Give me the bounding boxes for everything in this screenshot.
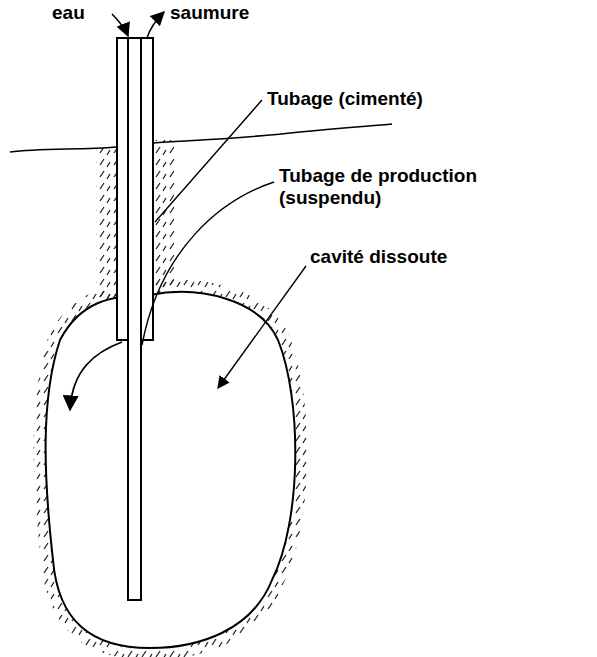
brine-outflow-arrow xyxy=(147,12,164,38)
flow-label: saumure xyxy=(168,2,251,24)
part-label: Tubage (cimenté) xyxy=(265,88,425,110)
water-flow-arrow xyxy=(70,342,122,410)
production-tubing xyxy=(128,38,141,600)
leader-line xyxy=(142,182,274,345)
rock-hatching xyxy=(46,292,296,648)
dissolved-cavity xyxy=(46,292,296,648)
ground-surface xyxy=(10,124,392,152)
water-inflow-arrow xyxy=(112,14,128,36)
rock-hatching xyxy=(96,148,117,308)
part-label: cavité dissoute xyxy=(308,246,449,268)
flow-label: eau xyxy=(50,2,87,24)
part-label: Tubage de production (suspendu) xyxy=(277,165,511,209)
leader-line xyxy=(218,266,306,388)
leader-line xyxy=(155,100,262,222)
